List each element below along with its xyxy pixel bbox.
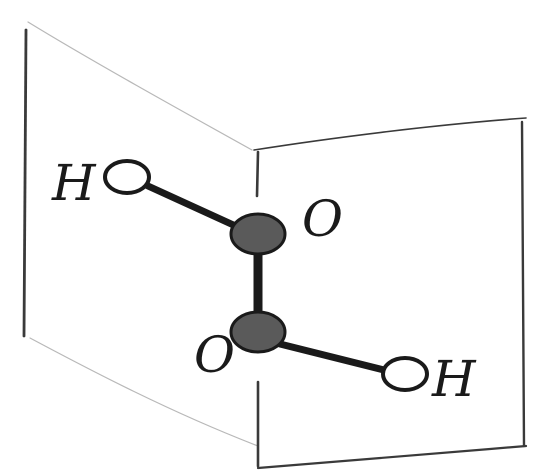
bond-o-h-bottom [276,340,388,374]
label-hydrogen-top: H [51,154,97,212]
label-oxygen-bottom: O [194,326,235,384]
bonds [144,182,388,374]
right-plane-outer-edge [520,120,526,448]
hydrogen-atom-top [103,159,151,195]
label-oxygen-top: O [302,190,343,248]
plane-frames [22,21,528,470]
hydrogen-atom-bottom [381,356,429,392]
labels: H O O H [51,154,477,408]
shared-fold-edge [255,150,260,468]
oxygen-atom-bottom [229,310,287,354]
left-plane-bottom-edge [29,337,259,447]
left-plane-outer-edge [22,28,28,338]
label-hydrogen-bottom: H [431,350,477,408]
right-plane-bottom-edge [256,444,528,470]
oxygen-atom-top [229,212,287,256]
bond-h-o-top [144,182,244,232]
right-plane-top-edge [253,117,527,151]
atoms [103,159,429,392]
left-plane-top-edge [27,21,253,151]
